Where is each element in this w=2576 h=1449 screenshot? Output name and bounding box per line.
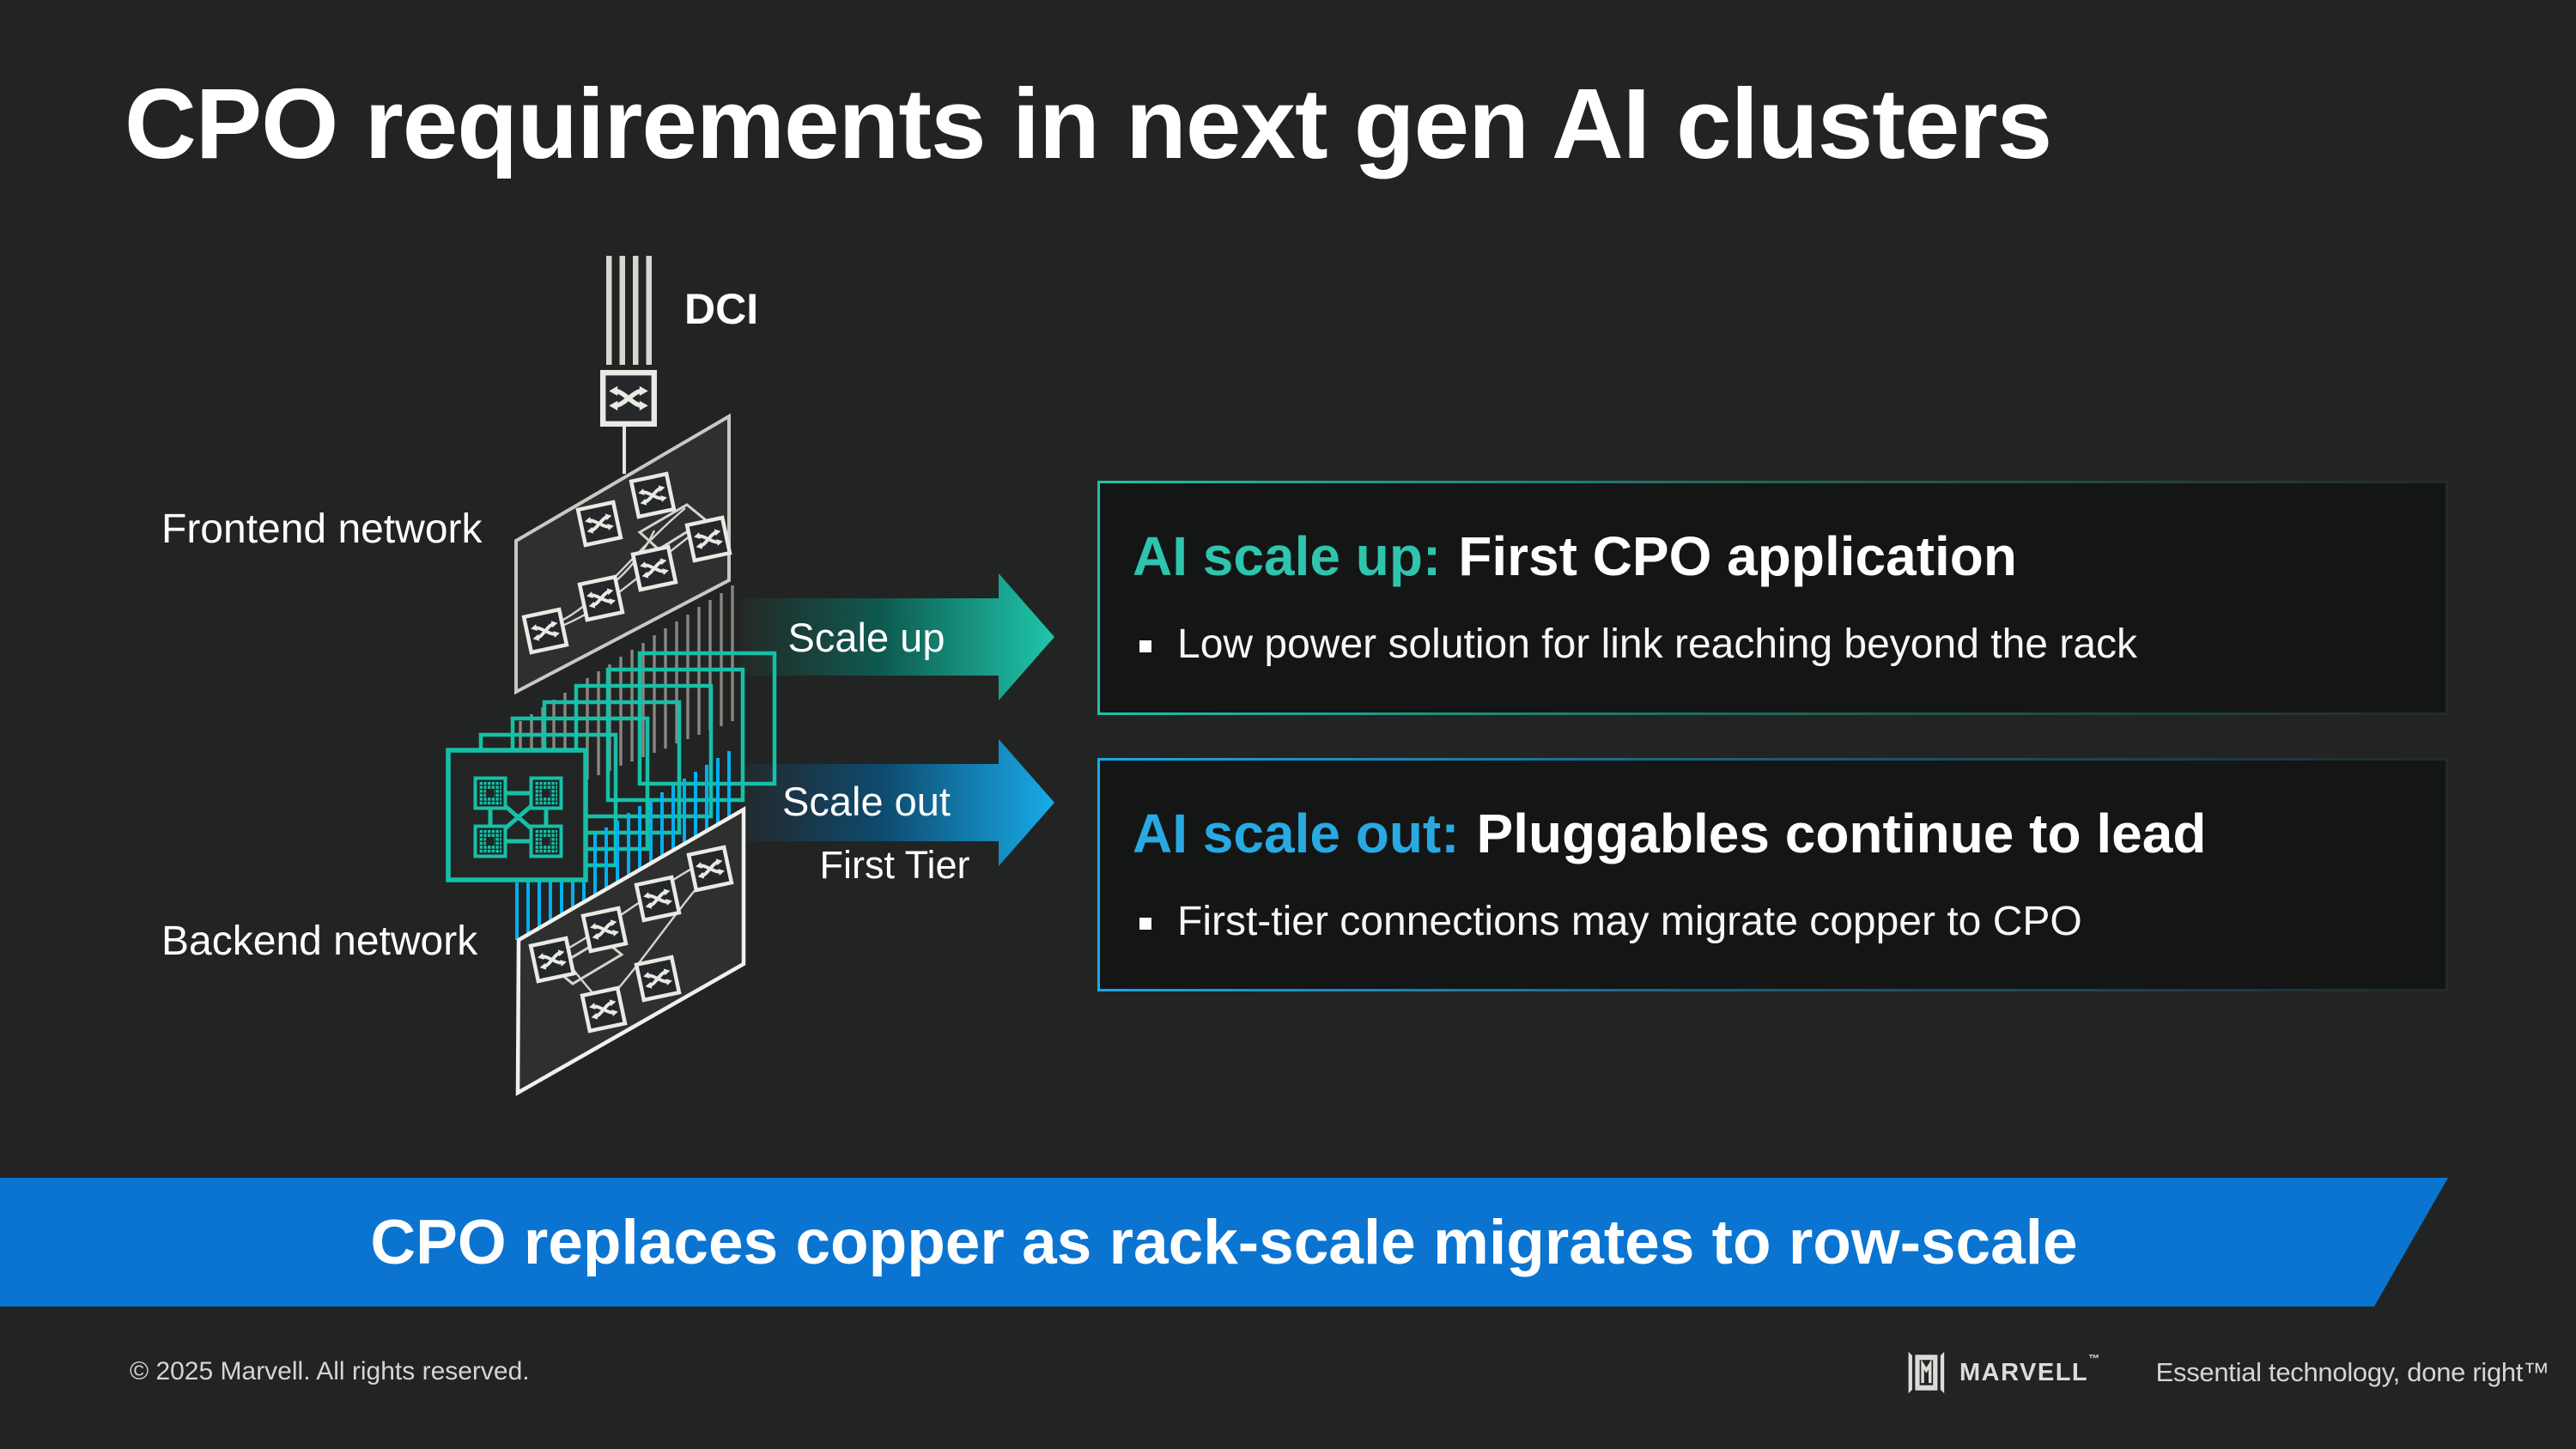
backend-panel <box>515 806 746 1096</box>
callout-scale-out-bullet-row: First-tier connections may migrate coppe… <box>1133 898 2445 945</box>
marvell-logo-icon <box>1908 1351 1945 1394</box>
callout-scale-up-bullet-row: Low power solution for link reaching bey… <box>1133 621 2445 668</box>
callout-scale-up-heading: First CPO application <box>1458 525 2017 587</box>
first-tier-links <box>515 751 731 940</box>
scale-out-label: Scale out <box>782 779 951 824</box>
callout-scale-out-headline: AI scale out: Pluggables continue to lead <box>1133 802 2445 865</box>
callout-scale-up-highlight: AI scale up: <box>1133 525 1442 587</box>
callout-scale-out-highlight: AI scale out: <box>1133 803 1460 864</box>
marvell-wordmark: MARVELL™ <box>1959 1351 2101 1386</box>
backend-network-label: Backend network <box>161 919 478 964</box>
key-message-banner: CPO replaces copper as rack-scale migrat… <box>0 1178 2448 1307</box>
dci-switch-icon <box>603 373 654 424</box>
scale-out-arrow: Scale out <box>740 739 1054 866</box>
brand-tagline: Essential technology, done right™ <box>2155 1357 2550 1387</box>
dci-label: DCI <box>684 285 758 333</box>
page-title: CPO requirements in next gen AI clusters <box>125 68 2052 179</box>
brand-bar: MARVELL™ Essential technology, done righ… <box>1906 1348 2549 1397</box>
callout-scale-out: AI scale out: Pluggables continue to lead… <box>1097 758 2448 991</box>
dci-group: DCI <box>603 256 758 474</box>
callout-scale-out-heading: Pluggables continue to lead <box>1476 803 2207 864</box>
scale-up-arrow: Scale up <box>740 573 1054 700</box>
copyright-text: © 2025 Marvell. All rights reserved. <box>130 1357 530 1385</box>
frontend-network-label: Frontend network <box>161 506 483 552</box>
trademark-symbol: ™ <box>2088 1351 2101 1365</box>
key-message-text: CPO replaces copper as rack-scale migrat… <box>370 1207 2078 1277</box>
xpu-card-front <box>446 748 588 882</box>
dci-fiber-bars <box>606 256 652 365</box>
first-tier-label: First Tier <box>820 843 970 887</box>
frontend-panel <box>514 413 730 695</box>
callout-scale-up: AI scale up: First CPO application Low po… <box>1097 481 2448 715</box>
callout-scale-up-headline: AI scale up: First CPO application <box>1133 524 2445 588</box>
square-bullet-icon <box>1139 917 1151 930</box>
square-bullet-icon <box>1139 640 1151 652</box>
callout-scale-out-bullet-text: First-tier connections may migrate coppe… <box>1177 899 2082 944</box>
scale-up-label: Scale up <box>788 615 945 660</box>
callout-scale-up-bullet-text: Low power solution for link reaching bey… <box>1177 621 2137 667</box>
